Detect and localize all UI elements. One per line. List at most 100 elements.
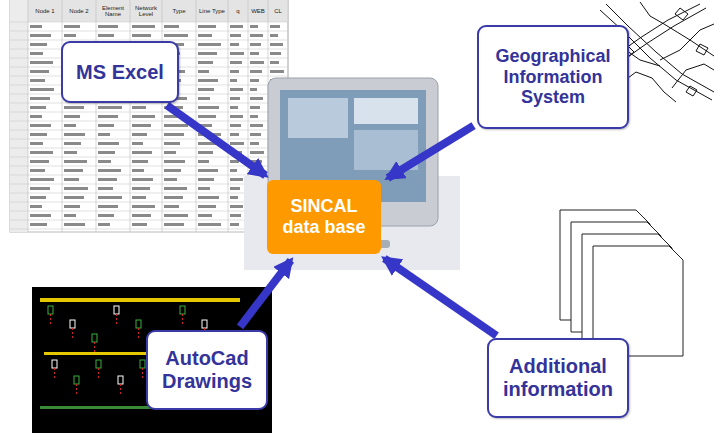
- sheet-cell-mark: [164, 160, 185, 163]
- sheet-gridline: [28, 0, 29, 232]
- node-label: AutoCad Drawings: [158, 347, 256, 393]
- sheet-gridline: [96, 0, 97, 232]
- sheet-cell-mark: [230, 169, 237, 172]
- sheet-cell-mark: [164, 205, 179, 208]
- computer-picture: [244, 78, 460, 270]
- sheet-cell-mark: [230, 106, 238, 109]
- sheet-cell-mark: [30, 124, 51, 127]
- sheet-cell-mark: [30, 160, 49, 163]
- sheet-cell-mark: [270, 70, 284, 73]
- sheet-gridline: [10, 130, 288, 131]
- sheet-cell-mark: [64, 115, 80, 118]
- sheet-cell-mark: [250, 43, 261, 46]
- sheet-cell-mark: [98, 178, 117, 181]
- map-street: [672, 64, 714, 88]
- sheet-cell-mark: [98, 34, 114, 37]
- sheet-gridline: [10, 22, 288, 23]
- sheet-cell-mark: [270, 52, 281, 55]
- sheet-cell-mark: [198, 25, 216, 28]
- sheet-cell-mark: [230, 52, 244, 55]
- sheet-gridline: [10, 148, 288, 149]
- sheet-cell-mark: [198, 79, 218, 82]
- cad-wire: [76, 384, 77, 394]
- sheet-gridline: [10, 139, 288, 140]
- table-header: Element Name: [96, 1, 130, 21]
- sheet-cell-mark: [270, 34, 278, 37]
- node-label: MS Excel: [76, 61, 164, 84]
- sheet-cell-mark: [98, 169, 121, 172]
- cad-wire: [50, 314, 51, 324]
- sheet-gridline: [162, 0, 163, 232]
- sheet-cell-mark: [230, 124, 241, 127]
- cad-symbol: [202, 320, 207, 328]
- input-arrow: [167, 105, 266, 175]
- sheet-cell-mark: [30, 97, 50, 100]
- sheet-cell-mark: [30, 25, 42, 28]
- sheet-cell-mark: [64, 169, 83, 172]
- sheet-cell-mark: [64, 205, 80, 208]
- sheet-header-row: [10, 0, 288, 22]
- cad-symbol: [180, 306, 185, 314]
- sheet-cell-mark: [230, 196, 238, 199]
- sheet-cell-mark: [198, 88, 214, 91]
- cad-busbar: [40, 298, 240, 302]
- sheet-cell-mark: [64, 214, 76, 217]
- sheet-cell-mark: [98, 223, 110, 226]
- sheet-cell-mark: [270, 25, 280, 28]
- sheet-cell-mark: [230, 25, 243, 28]
- sheet-cell-mark: [230, 142, 244, 145]
- sheet-cell-mark: [132, 160, 148, 163]
- sheet-cell-mark: [230, 187, 240, 190]
- sheet-cell-mark: [30, 178, 54, 181]
- node-label: Geographical Information System: [489, 46, 617, 108]
- sheet-gridline: [62, 0, 63, 232]
- sheet-cell-mark: [30, 196, 46, 199]
- cad-wire: [142, 368, 143, 378]
- sheet-cell-mark: [30, 79, 45, 82]
- cad-wire: [182, 314, 183, 324]
- sheet-cell-mark: [64, 25, 80, 28]
- cad-symbol: [140, 360, 145, 368]
- sheet-cell-mark: [132, 187, 150, 190]
- sheet-cell-mark: [198, 106, 219, 109]
- sheet-cell-mark: [250, 151, 264, 154]
- screen-window: [354, 98, 418, 124]
- sheet-cell-mark: [250, 25, 258, 28]
- cad-wire: [54, 368, 55, 378]
- table-header: Network Level: [130, 1, 162, 21]
- cad-wire: [94, 342, 95, 352]
- source-callout: AutoCad Drawings: [146, 330, 268, 410]
- sheet-cell-mark: [270, 61, 279, 64]
- source-callout: Geographical Information System: [477, 25, 629, 129]
- sheet-cell-mark: [30, 61, 53, 64]
- sheet-cell-mark: [132, 115, 155, 118]
- cad-symbol: [74, 376, 79, 384]
- sheet-cell-mark: [230, 214, 241, 217]
- sheet-gridline: [10, 175, 288, 176]
- table-header: Node 2: [62, 1, 96, 21]
- sheet-cell-mark: [98, 187, 113, 190]
- sheet-cell-mark: [230, 133, 239, 136]
- sheet-cell-mark: [250, 70, 262, 73]
- cad-symbol: [96, 360, 101, 368]
- sheet-cell-mark: [198, 160, 209, 163]
- sheet-cell-mark: [64, 106, 84, 109]
- source-callout: MS Excel: [61, 41, 179, 103]
- node-label: SINCAL data base: [277, 196, 371, 237]
- sheet-gridline: [130, 0, 131, 232]
- table-header: WEB: [248, 1, 268, 21]
- sheet-cell-mark: [164, 34, 188, 37]
- sheet-cell-mark: [230, 70, 239, 73]
- input-arrow: [388, 126, 474, 178]
- sheet-cell-mark: [198, 61, 213, 64]
- sheet-cell-mark: [230, 34, 241, 37]
- sheet-gridline: [228, 0, 229, 232]
- sheet-cell-mark: [250, 34, 263, 37]
- sheet-cell-mark: [98, 124, 114, 127]
- sheet-cell-mark: [250, 124, 263, 127]
- sheet-cell-mark: [64, 142, 81, 145]
- cad-wire: [98, 368, 99, 378]
- sheet-cell-mark: [164, 178, 177, 181]
- cad-symbol: [70, 320, 75, 328]
